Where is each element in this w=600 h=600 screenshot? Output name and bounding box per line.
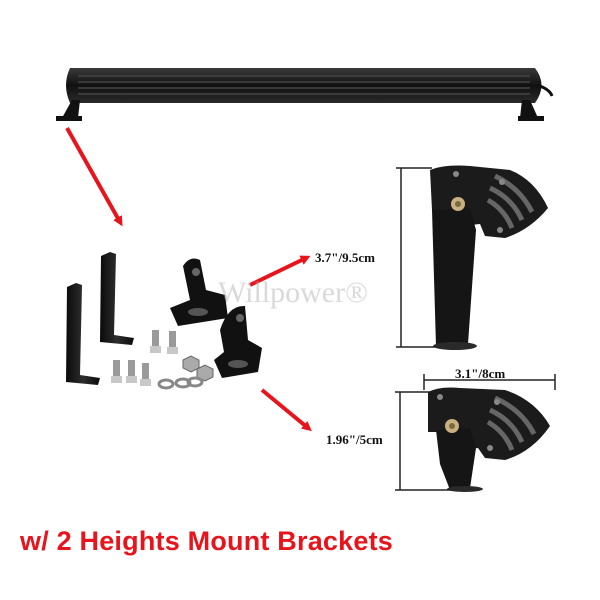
bolt-icon <box>111 360 122 383</box>
caption: w/ 2 Heights Mount Brackets <box>20 526 393 556</box>
width-label: 3.1"/8cm <box>455 366 506 381</box>
tall-height-label: 3.7"/9.5cm <box>315 250 375 265</box>
height-dimension-line <box>396 167 440 348</box>
short-height-label: 1.96"/5cm <box>326 432 383 447</box>
bolt-icon <box>150 330 161 353</box>
short-bracket-side-view <box>428 387 550 492</box>
light-bar-icon <box>56 68 554 121</box>
arrow-icon <box>249 255 311 287</box>
width-dimension-line <box>423 374 556 390</box>
washer-icon <box>186 376 204 388</box>
bolt-icon <box>126 360 137 383</box>
tall-bracket-side-view <box>430 165 548 350</box>
arrow-icon <box>65 127 123 227</box>
bolt-icon <box>140 363 151 386</box>
l-bracket-icon <box>214 305 262 378</box>
l-bracket-icon <box>170 258 228 326</box>
watermark: Willpower® <box>218 276 368 309</box>
l-bracket-icon <box>100 252 134 345</box>
l-bracket-icon <box>66 283 100 385</box>
short-height-dimension-line <box>395 391 452 491</box>
arrow-icon <box>260 388 312 432</box>
bolt-icon <box>167 331 178 354</box>
washer-icon <box>157 378 175 390</box>
